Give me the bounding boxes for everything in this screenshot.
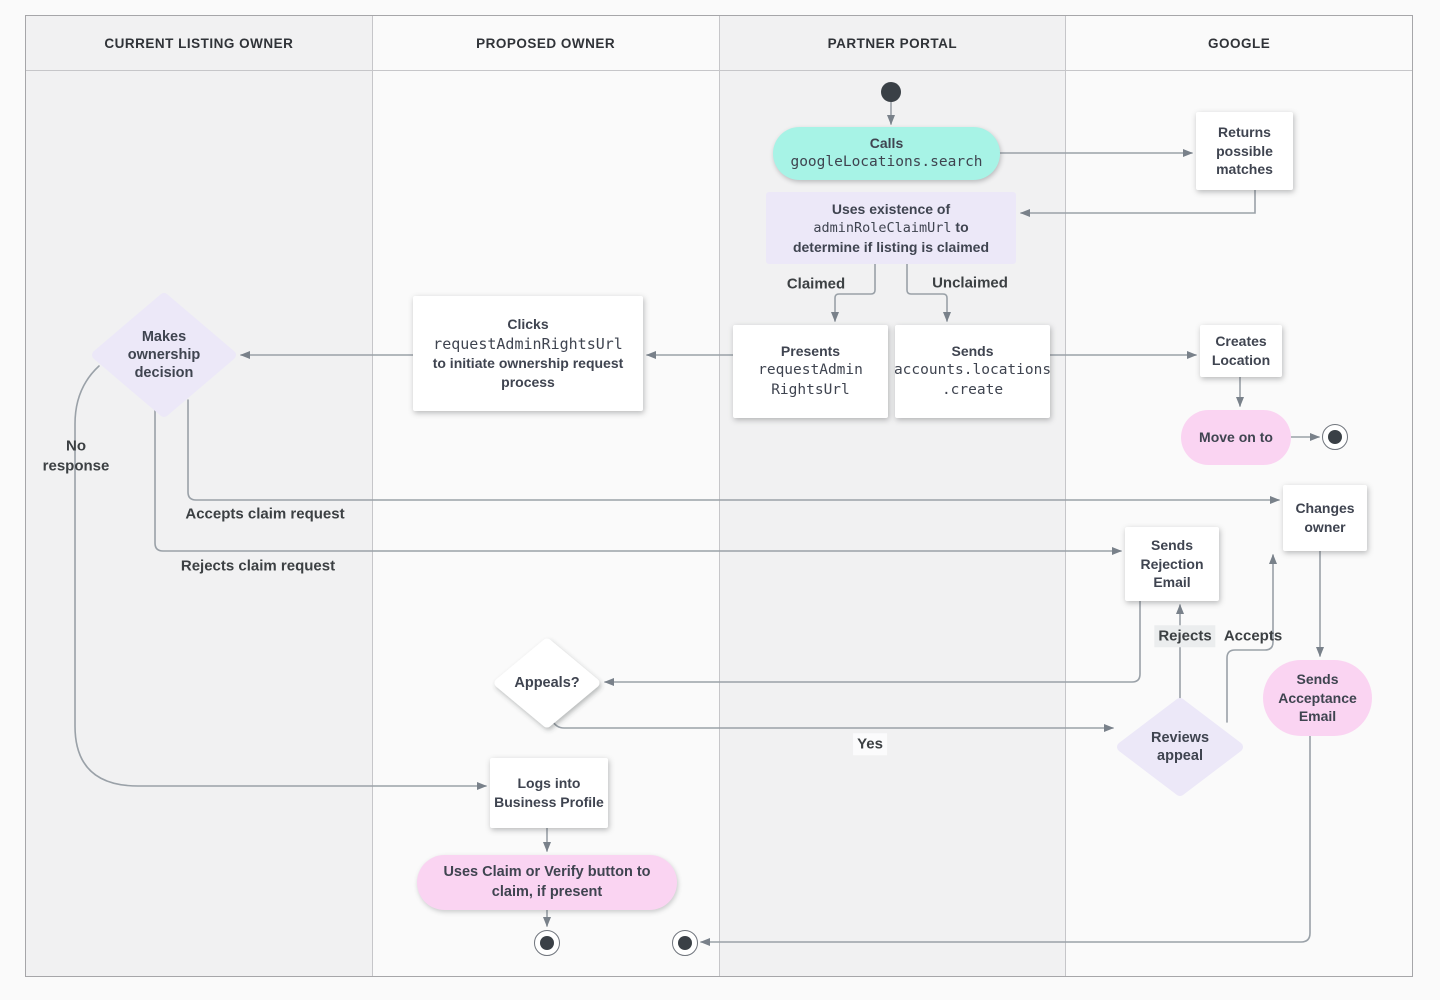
edge-label-accepts: Accepts <box>1223 627 1283 645</box>
start-node <box>881 82 901 102</box>
end-node-acceptance <box>672 930 698 956</box>
end-node-move-on <box>1322 424 1348 450</box>
node-presents-requestadminrightsurl: Presents requestAdmin RightsUrl <box>733 325 888 418</box>
edge-label-accepts-claim-request: Accepts claim request <box>185 505 345 523</box>
node-sends-acceptance-email: Sends Acceptance Email <box>1263 660 1372 736</box>
node-line2: to initiate ownership request process <box>432 355 624 391</box>
node-code: adminRoleClaimUrl <box>813 220 952 237</box>
edge-label-rejects: Rejects <box>1154 625 1216 647</box>
node-text: Sends Acceptance Email <box>1278 670 1357 725</box>
node-sends-accounts-locations-create: Sends accounts.locations .create <box>893 325 1052 418</box>
lane-header-proposed-owner: PROPOSED OWNER <box>372 16 719 71</box>
node-line2-suffix: to <box>951 219 969 236</box>
node-text: Returns possible matches <box>1216 123 1273 178</box>
node-code-line1: accounts.locations <box>893 362 1052 379</box>
node-line3: determine if listing is claimed <box>792 238 990 255</box>
node-returns-possible-matches: Returns possible matches <box>1196 112 1293 190</box>
node-text: Creates Location <box>1211 333 1271 368</box>
node-text: Move on to <box>1199 429 1273 446</box>
node-title: Sends <box>951 343 994 360</box>
node-title: Clicks <box>507 316 549 333</box>
node-reviews-appeal: Reviews appeal <box>1150 729 1210 764</box>
node-makes-ownership-decision: Makes ownership decision <box>127 328 201 382</box>
node-line2: adminRoleClaimUrl to <box>813 218 968 237</box>
node-code: requestAdminRightsUrl <box>433 334 623 353</box>
node-sends-rejection-email: Sends Rejection Email <box>1125 527 1219 601</box>
lane-header-google: GOOGLE <box>1066 16 1412 71</box>
node-code-line2: RightsUrl <box>771 381 850 398</box>
node-appeals: Appeals? <box>514 674 580 691</box>
node-calls-googlelocations-search: Calls googleLocations.search <box>773 127 1000 180</box>
edge-label-rejects-claim-request: Rejects claim request <box>180 557 336 575</box>
node-code-line2: .create <box>941 381 1004 398</box>
node-uses-claim-or-verify: Uses Claim or Verify button to claim, if… <box>417 855 677 910</box>
lane-header-partner-portal: PARTNER PORTAL <box>719 16 1066 71</box>
node-text: Logs into Business Profile <box>494 775 604 810</box>
node-clicks-requestadminrightsurl: Clicks requestAdminRightsUrl to initiate… <box>413 296 643 411</box>
edge-label-claimed: Claimed <box>786 275 846 293</box>
node-creates-location: Creates Location <box>1200 325 1282 377</box>
node-line1: Uses existence of <box>831 200 951 217</box>
node-uses-existence-adminroleclaimurl: Uses existence of adminRoleClaimUrl to d… <box>766 192 1016 264</box>
node-text: Uses Claim or Verify button to claim, if… <box>443 863 651 900</box>
end-node-claim <box>534 930 560 956</box>
edge-label-no-response: No response <box>42 437 110 475</box>
node-title: Calls <box>869 135 904 152</box>
node-move-on-to: Move on to <box>1181 410 1291 465</box>
end-node-inner-dot <box>1328 430 1342 444</box>
edge-label-yes: Yes <box>853 733 887 755</box>
node-text: Sends Rejection Email <box>1140 536 1204 591</box>
node-title: Presents <box>780 343 841 360</box>
end-node-inner-dot <box>678 936 692 950</box>
node-code-line1: requestAdmin <box>758 362 863 379</box>
node-changes-owner: Changes owner <box>1283 485 1367 551</box>
edge-label-unclaimed: Unclaimed <box>932 274 1008 292</box>
node-text: Changes owner <box>1295 500 1355 535</box>
lane-header-current-listing-owner: CURRENT LISTING OWNER <box>26 16 372 71</box>
lane-proposed-owner: PROPOSED OWNER <box>372 16 720 976</box>
node-logs-into-business-profile: Logs into Business Profile <box>490 758 608 828</box>
end-node-inner-dot <box>540 936 554 950</box>
node-code: googleLocations.search <box>790 154 983 171</box>
lane-current-listing-owner: CURRENT LISTING OWNER <box>26 16 373 976</box>
